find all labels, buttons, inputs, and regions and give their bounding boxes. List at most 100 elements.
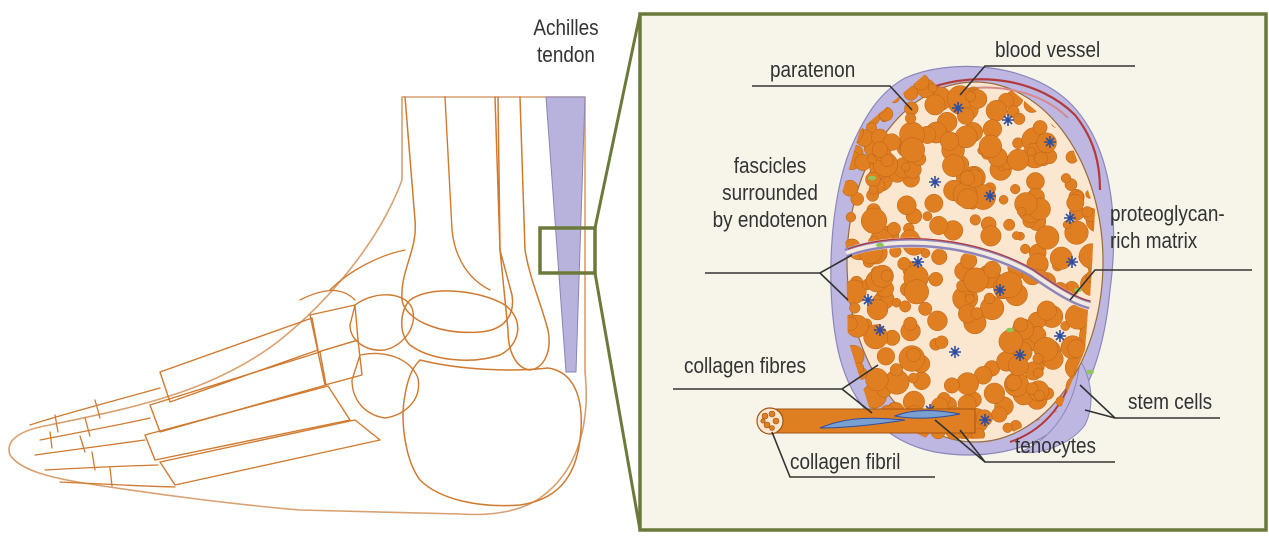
label-proteoglycan: proteoglycan- rich matrix [1110, 200, 1225, 254]
collagen-fibre [970, 215, 981, 226]
collagen-fibre [928, 84, 937, 93]
collagen-fibre [881, 270, 892, 281]
collagen-fibre [965, 294, 974, 303]
collagen-fibre [930, 216, 948, 234]
zoom-connector-bottom [595, 273, 640, 530]
achilles-tendon [546, 97, 585, 372]
collagen-fibre [1033, 368, 1043, 378]
label-achilles-tendon: Achilles tendon [523, 14, 609, 68]
tibia-shaft-line [445, 97, 490, 290]
collagen-fibre [984, 293, 995, 304]
stem-cell [876, 243, 884, 247]
collagen-fibre [1027, 147, 1036, 156]
label-fascicles: fascicles surrounded by endotenon [710, 152, 830, 233]
collagen-fibre [877, 348, 895, 366]
collagen-fibre [846, 212, 856, 222]
collagen-fibre [925, 95, 945, 115]
collagen-fibre [1007, 149, 1028, 170]
collagen-fibre [966, 91, 976, 101]
collagen-fibre [1013, 113, 1025, 125]
tibia [402, 97, 513, 332]
label-blood-vessel: blood vessel [995, 36, 1100, 63]
foot-skeleton [9, 97, 586, 514]
stem-cell [1006, 328, 1014, 332]
collagen-fibre [905, 113, 916, 124]
label-collagen-fibres: collagen fibres [684, 352, 806, 379]
metatarsal-2 [150, 352, 326, 432]
label-collagen-fibril: collagen fibril [790, 448, 900, 475]
collagen-fibre [923, 212, 932, 221]
collagen-fibre [900, 301, 911, 312]
collagen-fibre [944, 378, 959, 393]
collagen-fibre [971, 308, 983, 320]
label-achilles-line2: tendon [523, 41, 609, 68]
phalanx-row-1 [30, 388, 175, 487]
collagen-fibre [1014, 318, 1028, 332]
collagen-fibre [1034, 152, 1047, 165]
collagen-fibre [929, 272, 943, 286]
collagen-fibre [986, 100, 1007, 121]
collagen-fibre [897, 196, 916, 215]
collagen-fibre [902, 163, 911, 172]
collagen-fibre [1010, 184, 1020, 194]
collagen-fibre [957, 373, 979, 395]
collagen-fibre [1026, 173, 1044, 191]
collagen-fibre [1037, 301, 1056, 320]
collagen-fibre [1006, 375, 1022, 391]
collagen-fibre [979, 135, 1002, 158]
collagen-fibre [890, 364, 903, 377]
stem-cell [1086, 370, 1094, 374]
collagen-fibre [1004, 219, 1015, 230]
collagen-fibre [904, 317, 917, 330]
collagen-fibre [850, 303, 861, 314]
collagen-fibre [1012, 232, 1020, 240]
label-stem-cells: stem cells [1128, 388, 1212, 415]
collagen-fibre [904, 280, 928, 304]
collagen-fibre [1008, 356, 1028, 376]
collagen-fibre [928, 311, 948, 331]
navicular [350, 295, 413, 350]
collagen-fibre [861, 208, 887, 234]
collagen-fibre [942, 155, 964, 177]
collagen-fibre [955, 126, 977, 148]
label-achilles-line1: Achilles [523, 14, 609, 41]
collagen-fibre [869, 186, 878, 195]
collagen-fibre [1067, 194, 1084, 211]
collagen-fibre [887, 222, 900, 235]
collagen-fibre [1082, 207, 1093, 218]
collagen-fibre [1035, 226, 1059, 250]
collagen-fibre [919, 302, 932, 315]
collagen-fibre [1020, 244, 1030, 254]
foot-outline [9, 97, 586, 514]
collagen-fibre [925, 194, 943, 212]
label-fascicles-line3: by endotenon [710, 206, 830, 233]
cuboid [352, 354, 419, 418]
stem-cell [868, 176, 876, 180]
label-proteoglycan-line1: proteoglycan- [1110, 200, 1225, 227]
collagen-fibre [999, 195, 1008, 204]
collagen-fibre [900, 138, 925, 163]
collagen-fibre [932, 249, 948, 265]
collagen-fibre [1033, 120, 1047, 134]
label-fascicles-line2: surrounded [710, 179, 830, 206]
collagen-fibre [908, 373, 918, 383]
collagen-fibre [921, 249, 930, 258]
label-fascicles-line1: fascicles [710, 152, 830, 179]
collagen-fibre [907, 348, 921, 362]
collagen-fibre [1017, 207, 1026, 216]
collagen-fibre [1034, 390, 1044, 400]
collagen-fibre [1003, 423, 1013, 433]
collagen-fibre [940, 132, 959, 151]
collagen-fibre [984, 383, 1005, 404]
collagen-fibre [999, 330, 1023, 354]
ankle-lines [300, 250, 405, 300]
collagen-fibre [958, 189, 978, 209]
collagen-fibre [992, 407, 1008, 423]
label-paratenon: paratenon [770, 56, 855, 83]
collagen-fibre [872, 142, 888, 158]
label-tenocytes: tenocytes [1015, 432, 1096, 459]
calcaneus [403, 360, 581, 506]
collagen-fibre [1033, 354, 1043, 364]
collagen-fibre [984, 261, 1001, 278]
